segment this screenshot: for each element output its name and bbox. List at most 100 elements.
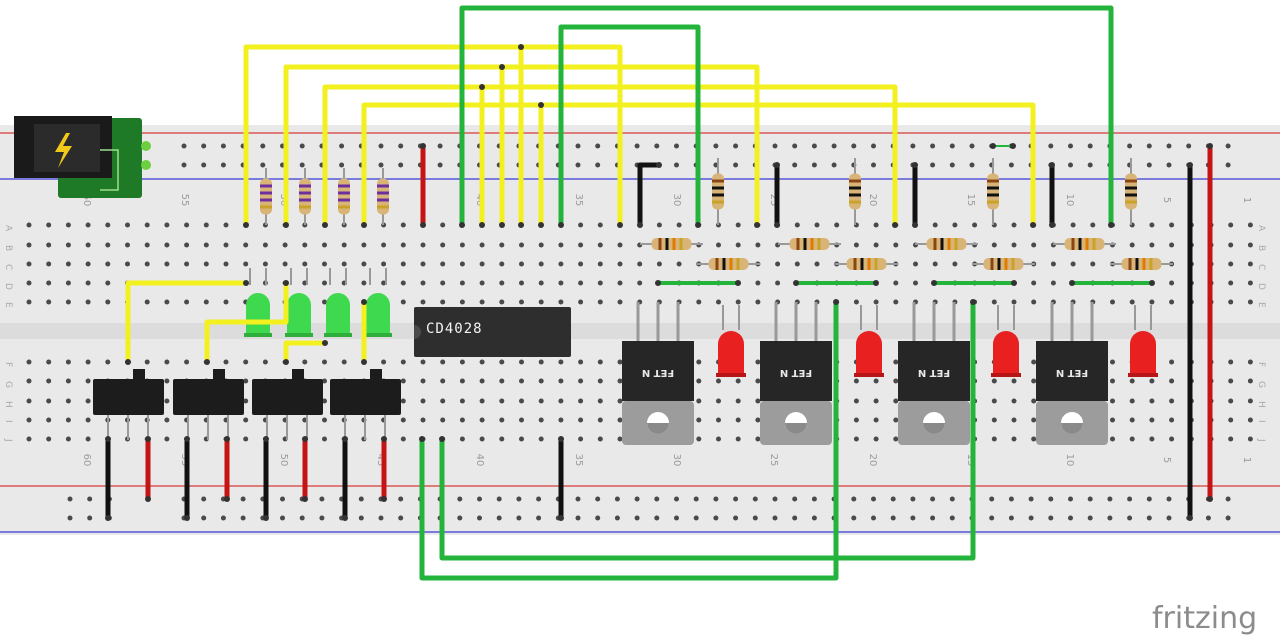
rail-hole (1225, 143, 1231, 149)
resistor-band (338, 184, 350, 188)
fet-label: FET N (1056, 367, 1088, 378)
breadboard-hole (400, 359, 406, 365)
rail-hole (1146, 496, 1152, 502)
wire-end (656, 162, 662, 168)
breadboard-hole (1228, 280, 1234, 286)
rail-hole (201, 496, 207, 502)
resistor-body (299, 178, 311, 215)
rail-hole (969, 143, 975, 149)
resistor-band (712, 200, 724, 204)
breadboard-hole (243, 359, 249, 365)
rail-hole (87, 515, 93, 521)
rail-hole (1166, 162, 1172, 168)
center-channel (0, 323, 1280, 339)
breadboard-hole (597, 242, 603, 248)
slide-switch-knob (292, 369, 304, 383)
rail-hole (654, 515, 660, 521)
resistor-band (796, 238, 800, 250)
breadboard-hole (1031, 378, 1037, 384)
breadboard-hole (499, 359, 505, 365)
breadboard-hole (440, 417, 446, 423)
rail-hole (1087, 143, 1093, 149)
breadboard-hole (1031, 436, 1037, 442)
breadboard-hole (597, 417, 603, 423)
rail-hole (811, 162, 817, 168)
breadboard-hole (499, 417, 505, 423)
chip-notch (414, 325, 421, 339)
resistor-band (1142, 258, 1146, 270)
breadboard-hole (519, 261, 524, 267)
breadboard-hole (184, 299, 190, 305)
breadboard-hole (203, 299, 209, 305)
breadboard-hole (1110, 417, 1115, 423)
resistor-band (1125, 193, 1137, 197)
resistor-band (658, 238, 662, 250)
wire-end (1049, 162, 1055, 168)
rail-hole (989, 496, 995, 502)
rail-hole (733, 162, 739, 168)
breadboard-hole (85, 280, 91, 286)
wire-end (283, 280, 289, 286)
resistor-band (849, 186, 861, 190)
breadboard-hole (1228, 299, 1234, 305)
breadboard-hole (223, 299, 229, 305)
breadboard-hole (1149, 299, 1155, 305)
rail-hole (910, 496, 916, 502)
breadboard-hole (617, 299, 623, 305)
breadboard-hole (1228, 222, 1234, 228)
rail-hole (1048, 143, 1054, 149)
resistor-body (1125, 173, 1137, 210)
breadboard-hole (361, 261, 367, 267)
breadboard-hole (144, 299, 150, 305)
resistor-body (983, 258, 1024, 270)
rail-hole (693, 496, 699, 502)
breadboard-hole (85, 398, 91, 404)
column-number: 1 (1241, 457, 1252, 463)
wire-end (1108, 222, 1114, 228)
resistor-body (849, 173, 861, 210)
wire-end (793, 280, 799, 286)
rail-hole (1087, 162, 1093, 168)
green-wire (459, 5, 1114, 228)
row-letter: F (1256, 362, 1266, 367)
resistor-body (712, 173, 724, 210)
breadboard-hole (223, 222, 229, 228)
rail-hole (398, 496, 404, 502)
breadboard-hole (1228, 242, 1234, 248)
rail-hole (220, 143, 226, 149)
breadboard-hole (144, 261, 150, 267)
rail-hole (280, 496, 285, 502)
rail-hole (398, 162, 404, 168)
rail-hole (871, 496, 876, 502)
resistor-band (849, 200, 861, 204)
breadboard-hole (46, 378, 52, 384)
chip-label: CD4028 (426, 321, 483, 337)
rail-hole (792, 143, 798, 149)
breadboard-hole (125, 261, 130, 267)
breadboard-hole (1129, 299, 1135, 305)
breadboard-hole (1169, 417, 1175, 423)
row-letter: J (1256, 438, 1266, 442)
breadboard-hole (144, 359, 150, 365)
resistor-band (849, 193, 861, 197)
breadboard-hole (164, 222, 170, 228)
breadboard-hole (578, 436, 584, 442)
yellow-wire (243, 44, 623, 228)
breadboard-hole (381, 280, 387, 286)
breadboard-hole (125, 242, 130, 248)
resistor-body (987, 173, 999, 210)
wire-end (184, 515, 190, 521)
breadboard-hole (814, 222, 820, 228)
breadboard-hole (1129, 417, 1135, 423)
breadboard-hole (322, 417, 327, 423)
wire-end (538, 222, 544, 228)
rail-hole (674, 515, 679, 521)
resistor-body (338, 178, 350, 215)
breadboard-hole (262, 359, 268, 365)
breadboard-hole (420, 359, 426, 365)
green-wire (419, 299, 839, 581)
resistor-body (651, 238, 692, 250)
wire-end (912, 162, 918, 168)
breadboard-hole (440, 261, 446, 267)
breadboard-hole (164, 398, 170, 404)
